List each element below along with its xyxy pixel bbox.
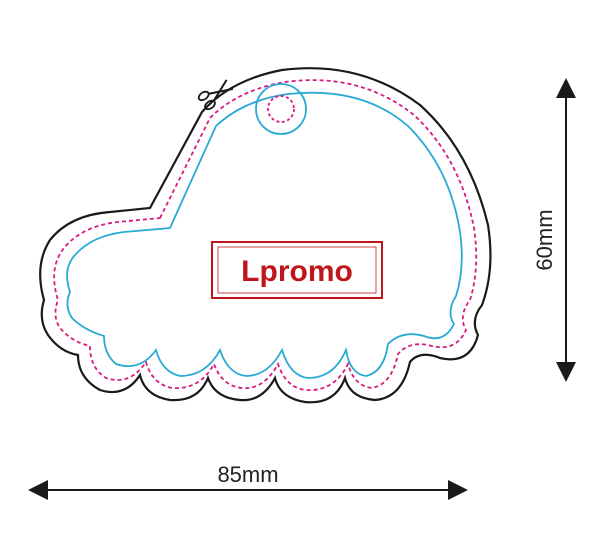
bleed-outline [53,79,478,391]
logo-box-inner [217,246,377,294]
hang-hole-inner [267,95,295,123]
logo-box [211,241,383,299]
logo-text: Lpromo [241,255,353,288]
width-label: 85mm [217,462,278,487]
cut-outline [39,67,492,404]
safe-area-outline [66,91,463,379]
scissors-icon [197,79,234,111]
hang-hole-outer [255,83,307,135]
height-label: 60mm [532,209,557,270]
